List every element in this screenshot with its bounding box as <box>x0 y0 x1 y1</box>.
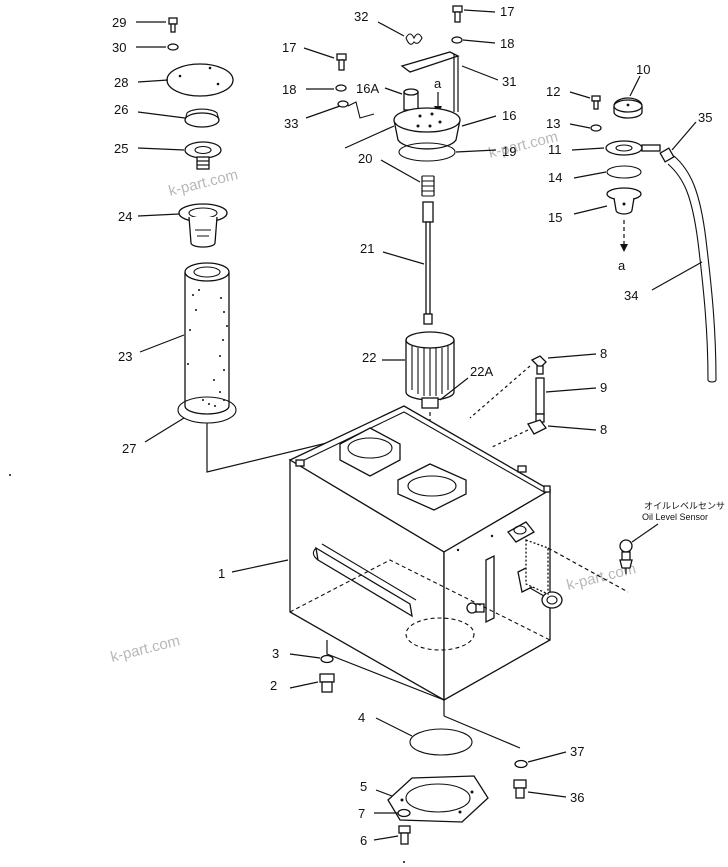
label-23: 23 <box>118 349 132 364</box>
breather-16 <box>393 107 461 150</box>
label-17a: 17 <box>500 4 514 19</box>
label-30: 30 <box>112 40 126 55</box>
label-34: 34 <box>624 288 638 303</box>
bolt-12 <box>591 95 601 110</box>
label-14: 14 <box>548 170 562 185</box>
label-11: 11 <box>548 142 562 157</box>
clip-32 <box>405 33 423 45</box>
label-15: 15 <box>548 210 562 225</box>
label-18a: 18 <box>500 36 514 51</box>
cover-5 <box>387 775 489 823</box>
bracket-31 <box>400 51 460 112</box>
label-13: 13 <box>546 116 560 131</box>
strainer-22 <box>405 331 455 409</box>
label-17b: 17 <box>282 40 296 55</box>
washer-37 <box>514 759 528 769</box>
hose-9 <box>535 377 545 415</box>
bracket-33 <box>337 100 375 119</box>
washer-30 <box>167 43 179 51</box>
label-2: 2 <box>270 678 277 693</box>
watermark: k-part.com <box>167 166 240 200</box>
label-12: 12 <box>546 84 560 99</box>
label-a-right: a <box>618 258 626 273</box>
label-7: 7 <box>358 806 365 821</box>
spring-20 <box>421 175 435 197</box>
label-27: 27 <box>122 441 136 456</box>
o-ring-4 <box>409 728 473 756</box>
washer-18-top <box>451 36 463 44</box>
washer-7 <box>397 808 411 818</box>
label-19: 19 <box>502 144 516 159</box>
filter-element-23 <box>184 262 230 415</box>
label-29: 29 <box>112 15 126 30</box>
label-10: 10 <box>636 62 650 77</box>
label-24: 24 <box>118 209 132 224</box>
basket-15 <box>606 187 642 215</box>
label-26: 26 <box>114 102 128 117</box>
cap-26 <box>184 108 220 128</box>
label-20: 20 <box>358 151 372 166</box>
label-31: 31 <box>502 74 516 89</box>
washer-18-left <box>335 84 347 92</box>
label-16a: 16A <box>356 81 379 96</box>
label-22: 22 <box>362 350 376 365</box>
label-36: 36 <box>570 790 584 805</box>
assembly-line <box>344 125 395 149</box>
gasket-19 <box>398 142 456 162</box>
clamp-35 <box>659 147 675 163</box>
oil-level-sensor-label-jp: オイルレベルセンサ <box>644 501 725 511</box>
label-4: 4 <box>358 710 365 725</box>
label-28: 28 <box>114 75 128 90</box>
label-22a: 22A <box>470 364 493 379</box>
strainer-24 <box>178 203 228 248</box>
label-32: 32 <box>354 9 368 24</box>
label-21: 21 <box>360 241 374 256</box>
label-35: 35 <box>698 110 712 125</box>
label-18b: 18 <box>282 82 296 97</box>
washer-13 <box>590 124 602 132</box>
label-33: 33 <box>284 116 298 131</box>
elbow-8-top <box>530 355 547 375</box>
cap-16a <box>403 88 419 111</box>
bolt-29 <box>168 17 178 33</box>
oil-level-sensor <box>525 539 633 596</box>
assembly-line <box>326 640 445 716</box>
pipe-34 <box>667 155 717 383</box>
gasket-14 <box>606 165 642 179</box>
label-16: 16 <box>502 108 516 123</box>
label-8b: 8 <box>600 422 607 437</box>
label-8a: 8 <box>600 346 607 361</box>
label-1: 1 <box>218 566 225 581</box>
washer-3 <box>320 654 334 664</box>
valve-25 <box>184 141 222 170</box>
watermark: k-part.com <box>109 632 182 666</box>
elbow-8-bottom <box>527 413 547 435</box>
cover-plate-28 <box>166 63 234 97</box>
rod-21 <box>422 201 434 325</box>
plug-2 <box>319 673 335 693</box>
label-6: 6 <box>360 833 367 848</box>
label-25: 25 <box>114 141 128 156</box>
bolt-17-left <box>336 53 347 71</box>
bolt-17-top <box>452 5 463 23</box>
label-9: 9 <box>600 380 607 395</box>
label-37: 37 <box>570 744 584 759</box>
bolt-36 <box>513 779 527 799</box>
flange-11 <box>605 140 661 156</box>
label-3: 3 <box>272 646 279 661</box>
label-5: 5 <box>360 779 367 794</box>
oil-level-sensor-label-en: Oil Level Sensor <box>642 512 708 522</box>
bolt-6 <box>398 825 411 845</box>
label-a-top: a <box>434 76 442 91</box>
cap-10 <box>613 97 643 119</box>
